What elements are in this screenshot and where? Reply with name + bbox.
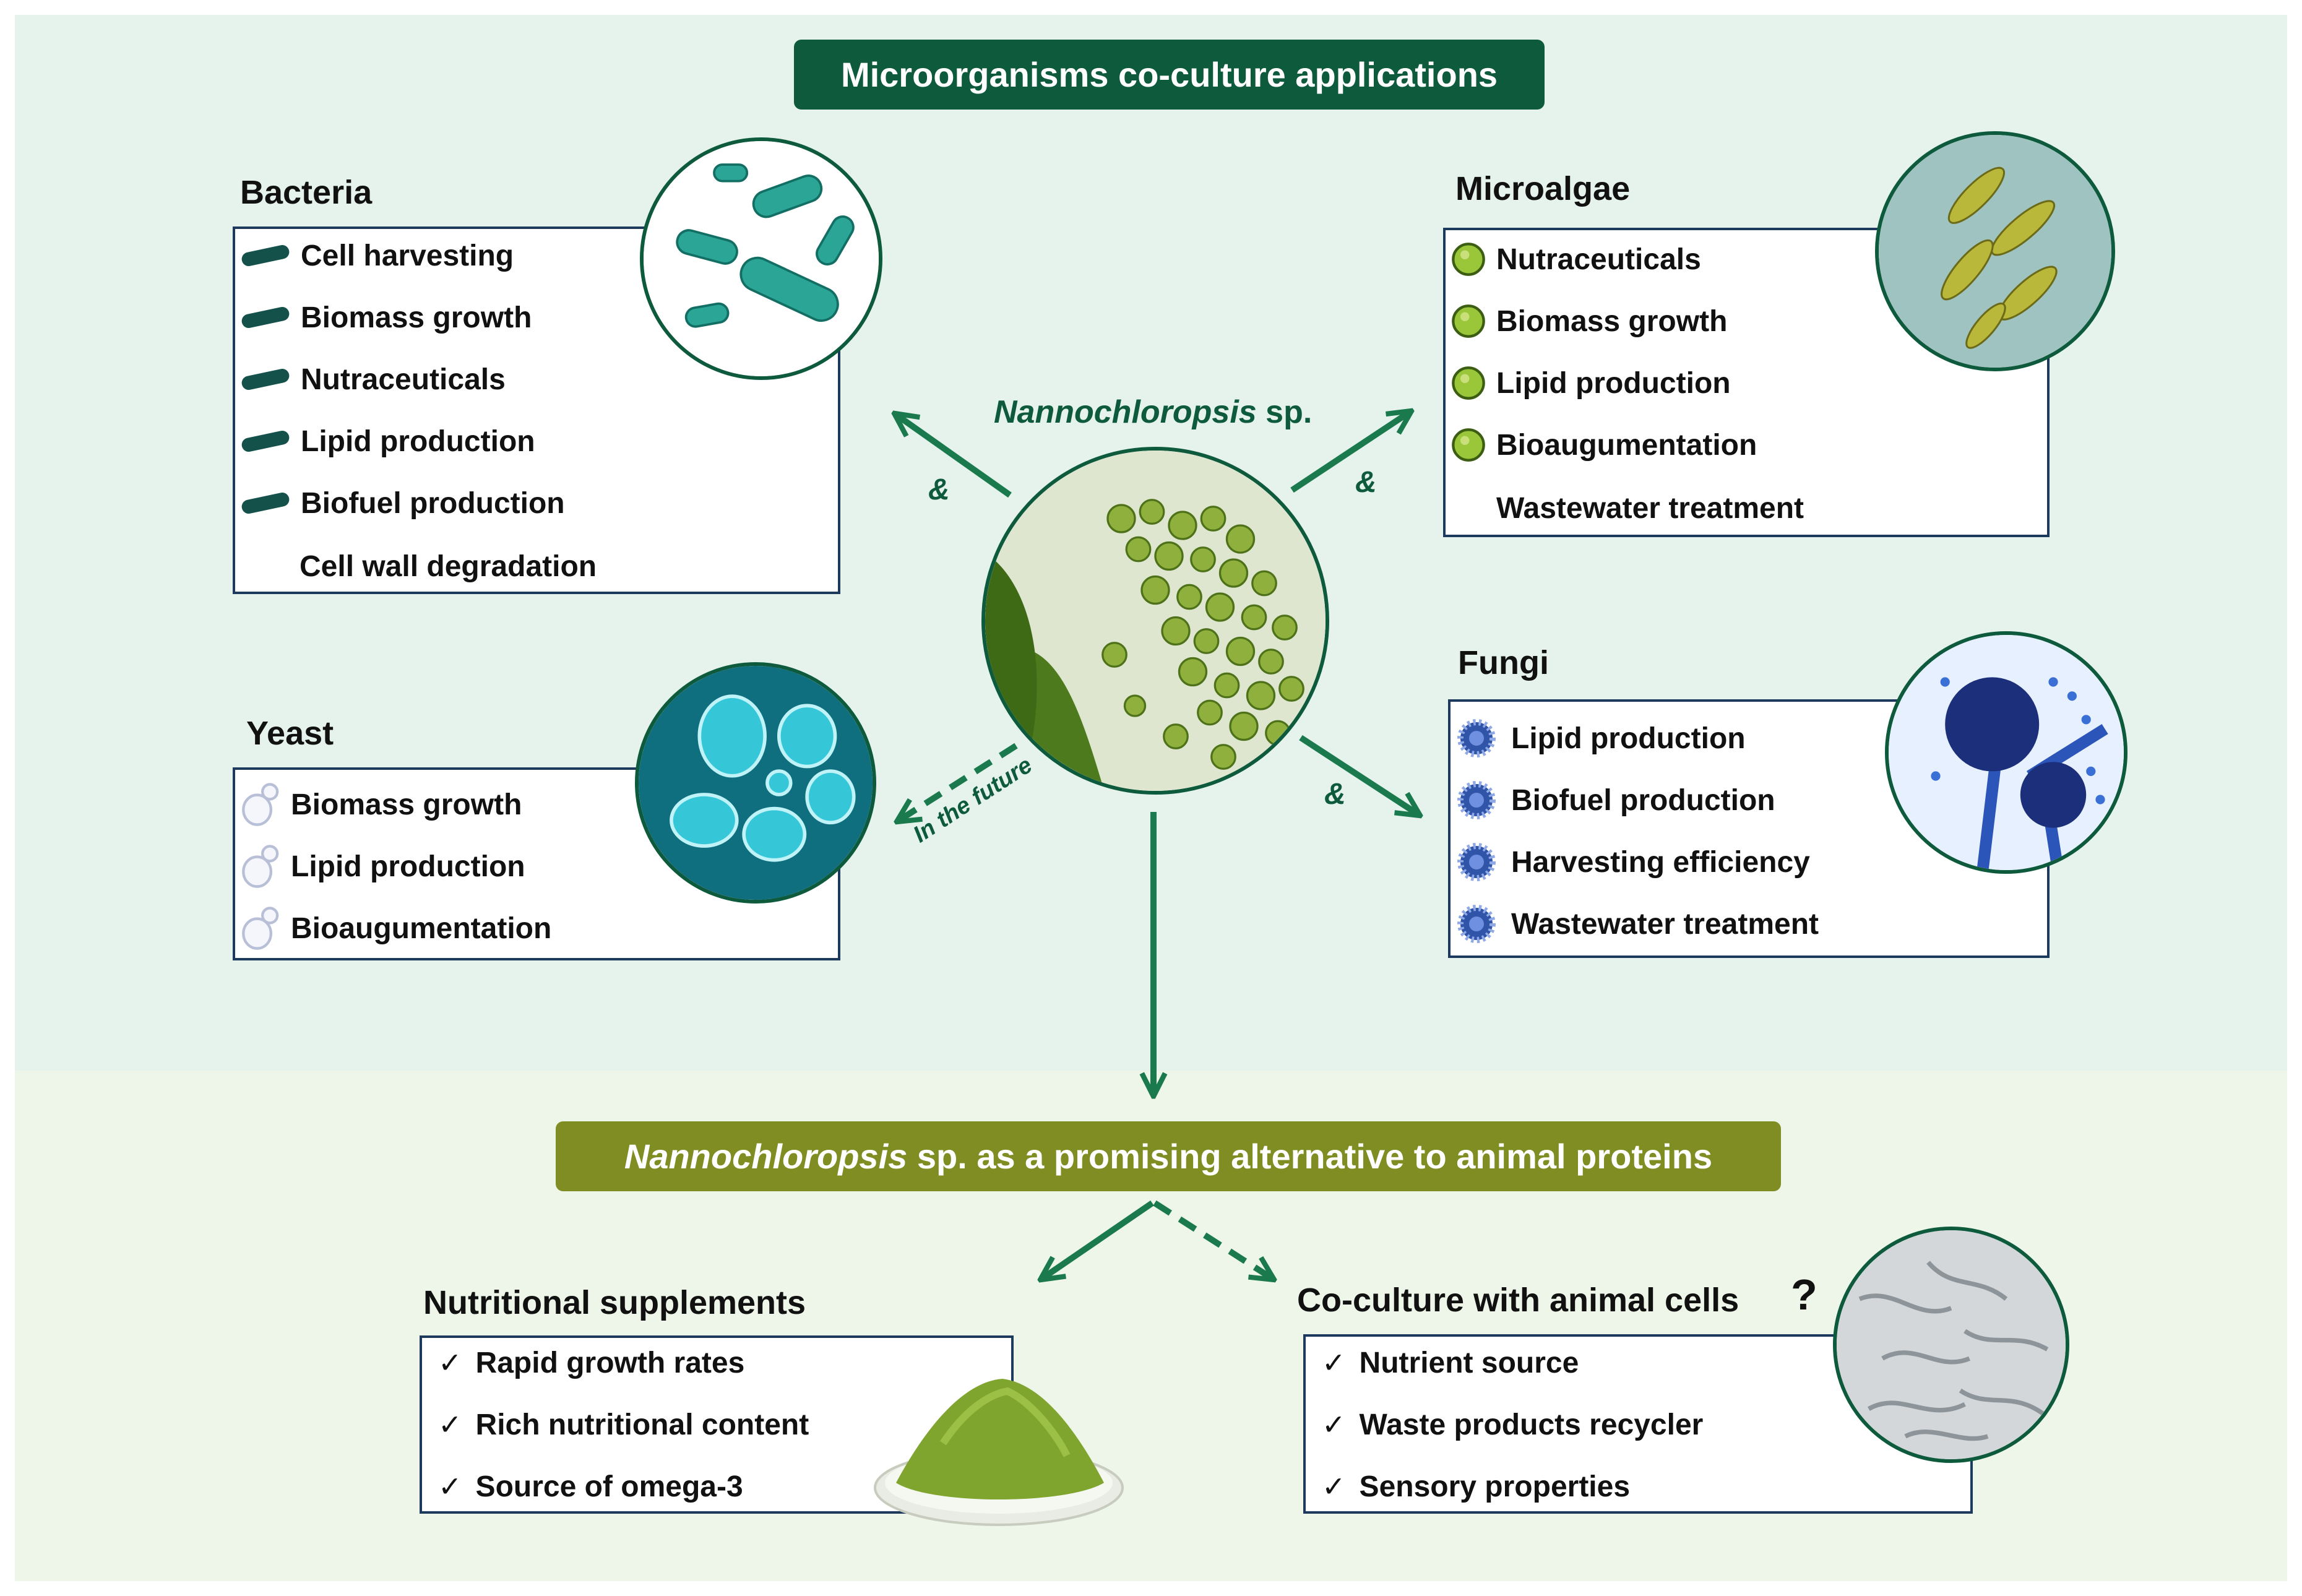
green-powder-dish-image <box>874 1379 1124 1526</box>
question-mark: ? <box>1791 1270 1817 1319</box>
microalgae-item: Bioaugumentation <box>1451 423 1757 467</box>
bacteria-heading: Bacteria <box>240 174 373 211</box>
fungus-spore-icon <box>1457 843 1496 881</box>
nutritional-item: ✓Source of omega-3 <box>438 1470 743 1503</box>
fungi-image <box>1885 631 2127 874</box>
yeast-item: Biomass growth <box>238 781 522 828</box>
yeast-cell-icon <box>242 907 279 950</box>
microalgae-item: Lipid production <box>1451 361 1731 405</box>
nutritional-item: ✓Rapid growth rates <box>438 1346 745 1379</box>
bacterium-icon <box>241 368 290 390</box>
bacteria-item: Cell wall degradation <box>300 550 597 583</box>
microalga-cell-icon <box>1452 243 1485 276</box>
alternative-banner: Nannochloropsis sp. as a promising alter… <box>556 1121 1781 1191</box>
animal-cells-item: ✓Sensory properties <box>1322 1470 1631 1503</box>
bacterium-icon <box>241 244 290 267</box>
fungi-item: Harvesting efficiency <box>1452 835 1810 889</box>
bacteria-item: Nutraceuticals <box>240 358 506 401</box>
center-genus: Nannochloropsis <box>994 394 1257 430</box>
check-icon: ✓ <box>438 1470 462 1503</box>
title-text: Microorganisms co-culture applications <box>840 55 1498 94</box>
yeast-cell-icon <box>242 783 279 826</box>
animal-cells-item: ✓Waste products recycler <box>1322 1408 1704 1441</box>
bacteria-item: Cell harvesting <box>240 234 514 277</box>
bacteria-item: Biomass growth <box>240 296 532 339</box>
bacterium-icon <box>241 430 290 452</box>
bacteria-item: Biofuel production <box>240 481 565 525</box>
center-species-label: Nannochloropsis sp. <box>994 394 1312 431</box>
microalgae-heading: Microalgae <box>1455 170 1631 207</box>
nannochloropsis-micrograph <box>981 447 1329 795</box>
bacterium-icon <box>241 492 290 514</box>
fungi-item: Wastewater treatment <box>1452 897 1819 951</box>
nutritional-heading: Nutritional supplements <box>423 1284 806 1321</box>
check-icon: ✓ <box>1322 1347 1346 1379</box>
fungi-heading: Fungi <box>1458 644 1549 681</box>
microalga-cell-icon <box>1452 428 1485 462</box>
bacterium-icon <box>241 306 290 329</box>
yeast-item: Bioaugumentation <box>238 905 551 952</box>
animal-cells-item: ✓Nutrient source <box>1322 1346 1579 1379</box>
check-icon: ✓ <box>438 1408 462 1441</box>
yeast-item: Lipid production <box>238 843 525 890</box>
fungi-item: Biofuel production <box>1452 774 1775 827</box>
microalga-cell-icon <box>1452 366 1485 400</box>
connector-microalgae: & <box>1355 466 1377 499</box>
connector-fungi: & <box>1324 778 1346 811</box>
fungus-spore-icon <box>1457 905 1496 943</box>
yeast-cell-icon <box>242 845 279 888</box>
yeast-image <box>635 662 876 904</box>
microalga-cell-icon <box>1452 304 1485 338</box>
bacteria-item: Lipid production <box>240 420 535 463</box>
fungus-spore-icon <box>1457 719 1496 757</box>
yeast-heading: Yeast <box>246 715 334 752</box>
alternative-genus: Nannochloropsis <box>624 1137 908 1176</box>
check-icon: ✓ <box>1322 1408 1346 1441</box>
microalgae-item: Nutraceuticals <box>1451 238 1701 281</box>
microalgae-image <box>1875 131 2115 371</box>
title-banner: Microorganisms co-culture applications <box>794 40 1545 110</box>
microalgae-item: Wastewater treatment <box>1496 491 1804 525</box>
bacteria-image <box>640 137 882 380</box>
check-icon: ✓ <box>438 1347 462 1379</box>
fungus-spore-icon <box>1457 781 1496 819</box>
microalgae-item: Biomass growth <box>1451 300 1727 343</box>
animal-cells-image <box>1833 1227 2069 1463</box>
alternative-text: sp. as a promising alternative to animal… <box>916 1137 1713 1176</box>
check-icon: ✓ <box>1322 1470 1346 1503</box>
center-suffix: sp. <box>1265 394 1313 430</box>
fungi-item: Lipid production <box>1452 712 1746 765</box>
nutritional-item: ✓Rich nutritional content <box>438 1408 809 1441</box>
animal-cells-heading: Co-culture with animal cells <box>1297 1282 1739 1319</box>
connector-bacteria: & <box>928 473 950 506</box>
